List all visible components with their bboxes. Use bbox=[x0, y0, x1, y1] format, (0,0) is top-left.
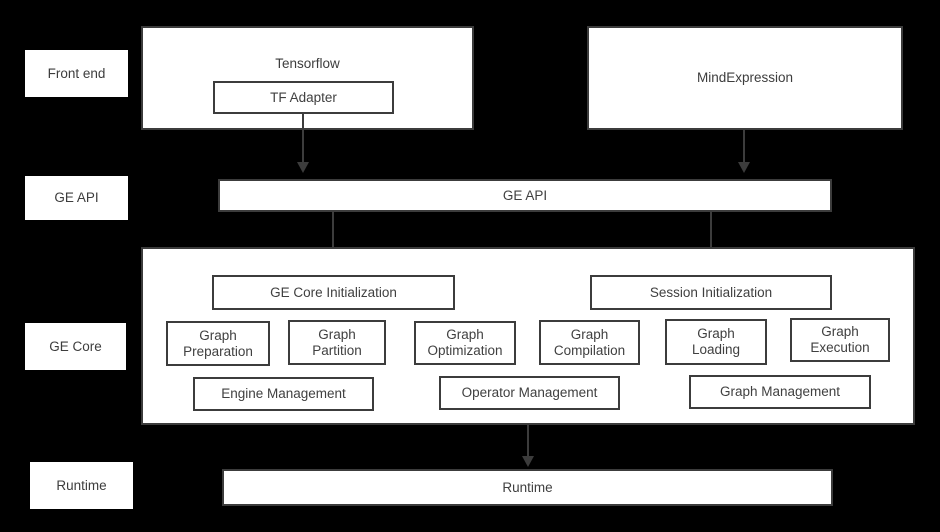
module-label: Graph Loading bbox=[691, 326, 741, 357]
stage-label-runtime: Runtime bbox=[30, 462, 133, 509]
session-initialization-box[interactable]: Session Initialization bbox=[590, 275, 832, 310]
mindexpression-label: MindExpression bbox=[696, 70, 794, 86]
connector-ge-api-to-core-init bbox=[332, 212, 334, 261]
module-label: Graph Compilation bbox=[553, 326, 626, 358]
module-graph-partition[interactable]: Graph Partition bbox=[288, 320, 386, 365]
module-graph-optimization[interactable]: Graph Optimization bbox=[414, 321, 516, 365]
manager-engine-management[interactable]: Engine Management bbox=[193, 377, 374, 411]
module-graph-execution[interactable]: Graph Execution bbox=[790, 318, 890, 362]
manager-label: Operator Management bbox=[461, 385, 598, 401]
tf-adapter-label: TF Adapter bbox=[270, 89, 337, 105]
manager-label: Graph Management bbox=[719, 384, 841, 400]
module-label: Graph Partition bbox=[312, 326, 362, 358]
tensorflow-frame[interactable]: Tensorflow bbox=[141, 26, 474, 130]
connector-tf-adapter-to-ge-api bbox=[302, 113, 304, 164]
runtime-label: Runtime bbox=[502, 479, 553, 495]
mindexpression-frame[interactable]: MindExpression bbox=[587, 26, 903, 130]
module-label: Graph Optimization bbox=[427, 327, 503, 358]
arrowhead-tf-adapter-to-ge-api bbox=[297, 162, 309, 173]
manager-operator-management[interactable]: Operator Management bbox=[439, 376, 620, 410]
ge-core-initialization-label: GE Core Initialization bbox=[270, 284, 397, 300]
module-label: Graph Preparation bbox=[183, 327, 253, 359]
module-graph-loading[interactable]: Graph Loading bbox=[665, 319, 767, 365]
stage-label-text: Runtime bbox=[56, 477, 107, 493]
stage-label-text: GE API bbox=[54, 190, 99, 206]
stage-label-front-end: Front end bbox=[25, 50, 128, 97]
manager-label: Engine Management bbox=[221, 386, 346, 402]
stage-label-ge-core: GE Core bbox=[25, 323, 126, 370]
manager-graph-management[interactable]: Graph Management bbox=[689, 375, 871, 409]
tensorflow-label: Tensorflow bbox=[275, 56, 340, 71]
module-graph-preparation[interactable]: Graph Preparation bbox=[166, 321, 270, 366]
connector-ge-core-to-runtime bbox=[527, 425, 529, 458]
connector-mindexpression-to-ge-api bbox=[743, 130, 745, 164]
ge-core-initialization-box[interactable]: GE Core Initialization bbox=[212, 275, 455, 310]
arrowhead-ge-core-to-runtime bbox=[522, 456, 534, 467]
ge-api-bar[interactable]: GE API bbox=[218, 179, 832, 212]
module-label: Graph Execution bbox=[810, 324, 870, 355]
connector-ge-api-to-session-init bbox=[710, 212, 712, 261]
stage-label-ge-api: GE API bbox=[25, 176, 128, 220]
ge-api-label: GE API bbox=[502, 187, 548, 203]
tf-adapter-box[interactable]: TF Adapter bbox=[213, 81, 394, 114]
module-graph-compilation[interactable]: Graph Compilation bbox=[539, 320, 640, 365]
stage-label-text: GE Core bbox=[49, 338, 102, 354]
runtime-bar[interactable]: Runtime bbox=[222, 469, 833, 506]
session-initialization-label: Session Initialization bbox=[649, 284, 773, 300]
arrowhead-mindexpression-to-ge-api bbox=[738, 162, 750, 173]
stage-label-text: Front end bbox=[47, 65, 106, 81]
